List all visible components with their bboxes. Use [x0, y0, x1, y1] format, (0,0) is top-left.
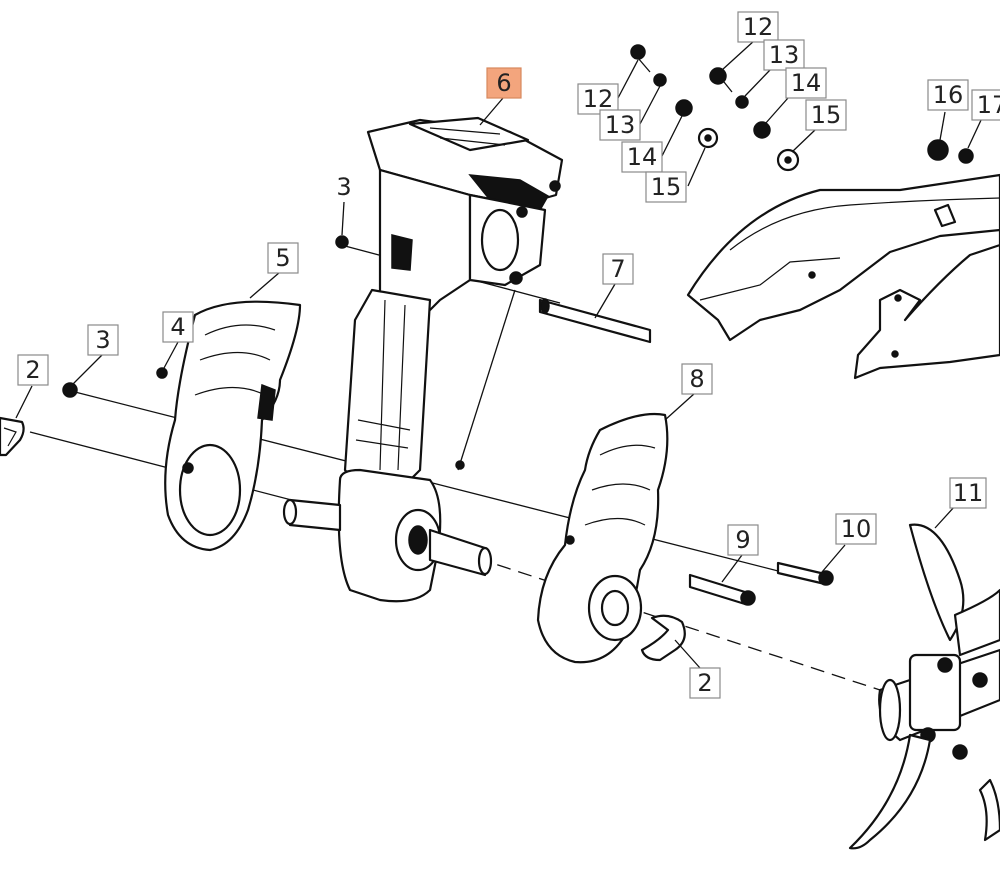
left-clip — [0, 416, 25, 457]
svg-text:8: 8 — [689, 365, 704, 393]
svg-text:15: 15 — [651, 173, 682, 201]
svg-text:17: 17 — [977, 91, 1000, 119]
svg-text:7: 7 — [610, 255, 625, 283]
callout-7[interactable]: 7 — [602, 253, 634, 285]
svg-text:6: 6 — [496, 69, 511, 97]
svg-text:2: 2 — [697, 669, 712, 697]
svg-text:5: 5 — [275, 244, 290, 272]
svg-text:2: 2 — [25, 356, 40, 384]
callout-15-right[interactable]: 15 — [805, 99, 847, 131]
callout-14-left[interactable]: 14 — [621, 141, 663, 173]
hardware — [62, 44, 974, 606]
gear-housing — [282, 116, 564, 603]
callout-2-left[interactable]: 2 — [17, 354, 49, 386]
shield — [686, 173, 1000, 380]
tine-assembly — [848, 523, 1000, 850]
callout-17[interactable]: 17 — [971, 89, 1000, 121]
svg-text:16: 16 — [933, 81, 964, 109]
callout-6[interactable]: 6 — [486, 67, 522, 99]
callout-12-right[interactable]: 12 — [737, 11, 779, 43]
callout-4[interactable]: 4 — [162, 311, 194, 343]
svg-text:3: 3 — [336, 173, 351, 201]
callout-13-left[interactable]: 13 — [599, 109, 641, 141]
svg-text:13: 13 — [769, 41, 800, 69]
right-clip — [640, 614, 686, 662]
right-cover — [536, 412, 669, 664]
left-cover — [164, 300, 302, 552]
callout-13-right[interactable]: 13 — [763, 39, 805, 71]
callout-3-left[interactable]: 3 — [87, 324, 119, 356]
callout-2-bottom[interactable]: 2 — [689, 667, 721, 699]
svg-text:14: 14 — [791, 69, 822, 97]
callout-8[interactable]: 8 — [681, 363, 713, 395]
svg-text:13: 13 — [605, 111, 636, 139]
svg-text:11: 11 — [953, 479, 984, 507]
leader-lines — [15, 39, 983, 669]
callout-11[interactable]: 11 — [949, 477, 987, 509]
svg-text:12: 12 — [583, 85, 614, 113]
callout-15-left[interactable]: 15 — [645, 171, 687, 203]
callout-9[interactable]: 9 — [727, 524, 759, 556]
svg-text:15: 15 — [811, 101, 842, 129]
callout-5[interactable]: 5 — [267, 242, 299, 274]
callout-16[interactable]: 16 — [927, 79, 969, 111]
callout-3-top[interactable]: 3 — [330, 172, 358, 202]
svg-text:14: 14 — [627, 143, 658, 171]
svg-text:4: 4 — [170, 313, 185, 341]
callout-10[interactable]: 10 — [835, 513, 877, 545]
svg-text:3: 3 — [95, 326, 110, 354]
callout-14-right[interactable]: 14 — [785, 67, 827, 99]
svg-text:12: 12 — [743, 13, 774, 41]
svg-text:10: 10 — [841, 515, 872, 543]
svg-text:9: 9 — [735, 526, 750, 554]
callout-12-left[interactable]: 12 — [577, 83, 619, 115]
